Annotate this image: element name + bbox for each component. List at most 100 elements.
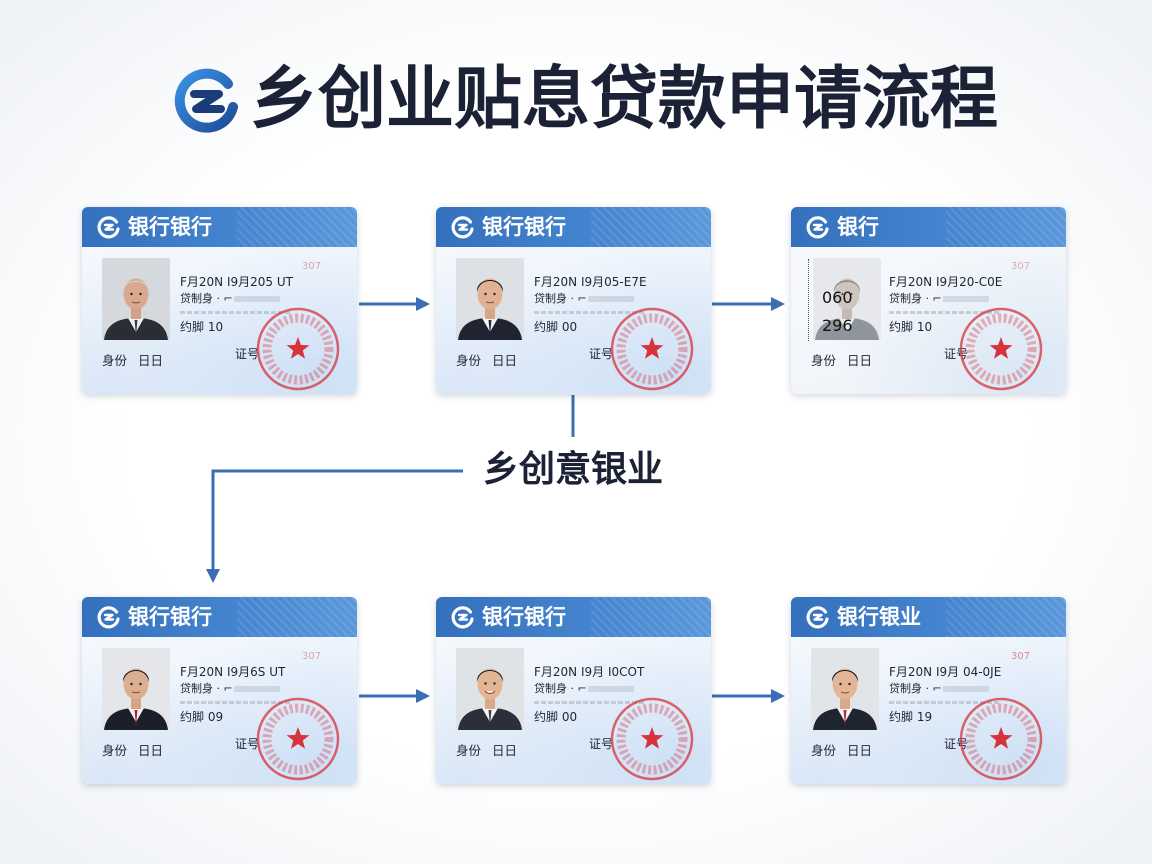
card-corner-code: 307 (302, 261, 322, 272)
portrait-photo (456, 258, 524, 340)
step-card-5: 银行银行 F月20N I9月 I0COT 贷制身 · ⌐ 约脚 00 身份 日日… (436, 597, 711, 784)
step-card-4: 银行银行 307 F月20N I9月6S UT 贷制身 · ⌐ 约脚 09 身份… (82, 597, 357, 784)
bank-logo-icon (806, 216, 829, 239)
star-icon (989, 727, 1013, 749)
bank-logo-icon (97, 606, 120, 629)
card-fine-print (180, 311, 290, 314)
card-date-line: F月20N I9月05-E7E (534, 275, 647, 289)
card-header: 银行 (791, 207, 1066, 247)
card-faded-field (588, 686, 634, 692)
card-date-line: F月20N I9月 04-0JE (889, 665, 1002, 679)
bank-logo-icon (97, 216, 120, 239)
card-term-line: 约脚 00 (534, 710, 578, 724)
card-fine-print (889, 701, 999, 704)
card-header-title: 银行 (837, 215, 879, 239)
card-header: 银行银业 (791, 597, 1066, 637)
card-loan-line: 贷制身 · ⌐ (180, 682, 233, 695)
portrait-image (456, 258, 524, 340)
card-loan-line: 贷制身 · ⌐ (534, 682, 587, 695)
card-faded-field (234, 296, 280, 302)
card-id-value: 日日 (847, 743, 873, 758)
card-faded-field (943, 296, 989, 302)
portrait-photo (456, 648, 524, 730)
card-cert-label: 证号 (235, 347, 260, 361)
card-loan-line: 贷制身 · ⌐ (889, 682, 942, 695)
card-header: 银行银行 (82, 597, 357, 637)
card-corner-code: 307 (1011, 651, 1031, 662)
card-id-label: 身份 (102, 353, 128, 368)
card-date-line: F月20N I9月 I0COT (534, 665, 645, 679)
card-id-label: 身份 (456, 353, 482, 368)
card-header-title: 银行银行 (128, 215, 212, 239)
arrow-middle-to-step4 (206, 469, 463, 583)
bank-logo-icon (806, 606, 829, 629)
red-seal-stamp (610, 697, 694, 781)
card-term-line: 约脚 09 (180, 710, 224, 724)
card-header: 银行银行 (82, 207, 357, 247)
card-id-label: 身份 (811, 353, 837, 368)
card-header-title: 银行银业 (837, 605, 921, 629)
card-corner-code: 307 (1011, 261, 1031, 272)
portrait-photo (102, 258, 170, 340)
card-date-line: F月20N I9月20-C0E (889, 275, 1003, 289)
card-id-value: 日日 (847, 353, 873, 368)
red-seal-stamp (959, 697, 1043, 781)
page-title: 乡创业贴息贷款申请流程 (250, 60, 999, 139)
arrow-step2-to-step3 (712, 297, 785, 311)
step-card-1: 银行银行 307 F月20N I9月205 UT 贷制身 · ⌐ 约脚 10 身… (82, 207, 357, 394)
star-icon (286, 727, 310, 749)
card-header-title: 银行银行 (482, 605, 566, 629)
card-header-title: 银行银行 (482, 215, 566, 239)
red-seal-stamp (256, 307, 340, 391)
brand-logo-icon (174, 68, 238, 133)
bank-logo-icon (451, 216, 474, 239)
card-id-label: 身份 (102, 743, 128, 758)
card-faded-field (234, 686, 280, 692)
red-seal-stamp (959, 307, 1043, 391)
card-header-title: 银行银行 (128, 605, 212, 629)
bank-logo-icon (451, 606, 474, 629)
red-seal-stamp (610, 307, 694, 391)
card-cert-label: 证号 (589, 347, 614, 361)
card-faded-field (588, 296, 634, 302)
portrait-image (102, 648, 170, 730)
portrait-photo (811, 648, 879, 730)
card-date-line: F月20N I9月6S UT (180, 665, 286, 679)
portrait-image (102, 258, 170, 340)
card-id-value: 日日 (492, 353, 518, 368)
card-term-line: 约脚 10 (889, 320, 933, 334)
portrait-photo: 060 296 (813, 258, 881, 340)
portrait-image (811, 648, 879, 730)
step-card-3: 银行 307 060 296 F月20N I9月20-C0E 贷制身 · ⌐ 约… (791, 207, 1066, 394)
card-term-line: 约脚 10 (180, 320, 224, 334)
star-icon (286, 337, 310, 359)
step-card-6: 银行银业 307 F月20N I9月 04-0JE 贷制身 · ⌐ 约脚 19 … (791, 597, 1066, 784)
card-header: 银行银行 (436, 597, 711, 637)
photo-overlay-code-bottom: 296 (822, 316, 853, 335)
star-icon (640, 337, 664, 359)
middle-label: 乡创意银业 (483, 449, 664, 490)
card-fine-print (534, 311, 644, 314)
star-icon (640, 727, 664, 749)
card-id-value: 日日 (138, 743, 164, 758)
card-fine-print (534, 701, 644, 704)
card-corner-code: 307 (302, 651, 322, 662)
card-header: 银行银行 (436, 207, 711, 247)
card-id-label: 身份 (811, 743, 837, 758)
portrait-image (456, 648, 524, 730)
card-term-line: 约脚 19 (889, 710, 933, 724)
red-seal-stamp (256, 697, 340, 781)
card-id-label: 身份 (456, 743, 482, 758)
step-card-2: 银行银行 F月20N I9月05-E7E 贷制身 · ⌐ 约脚 00 身份 日日… (436, 207, 711, 394)
card-loan-line: 贷制身 · ⌐ (180, 292, 233, 305)
card-date-line: F月20N I9月205 UT (180, 275, 293, 289)
card-loan-line: 贷制身 · ⌐ (534, 292, 587, 305)
portrait-image (813, 258, 881, 340)
arrow-step4-to-step5 (359, 689, 430, 703)
arrow-step1-to-step2 (359, 297, 430, 311)
photo-overlay-code-top: 060 (822, 288, 853, 307)
card-cert-label: 证号 (235, 737, 260, 751)
card-id-value: 日日 (492, 743, 518, 758)
card-faded-field (943, 686, 989, 692)
